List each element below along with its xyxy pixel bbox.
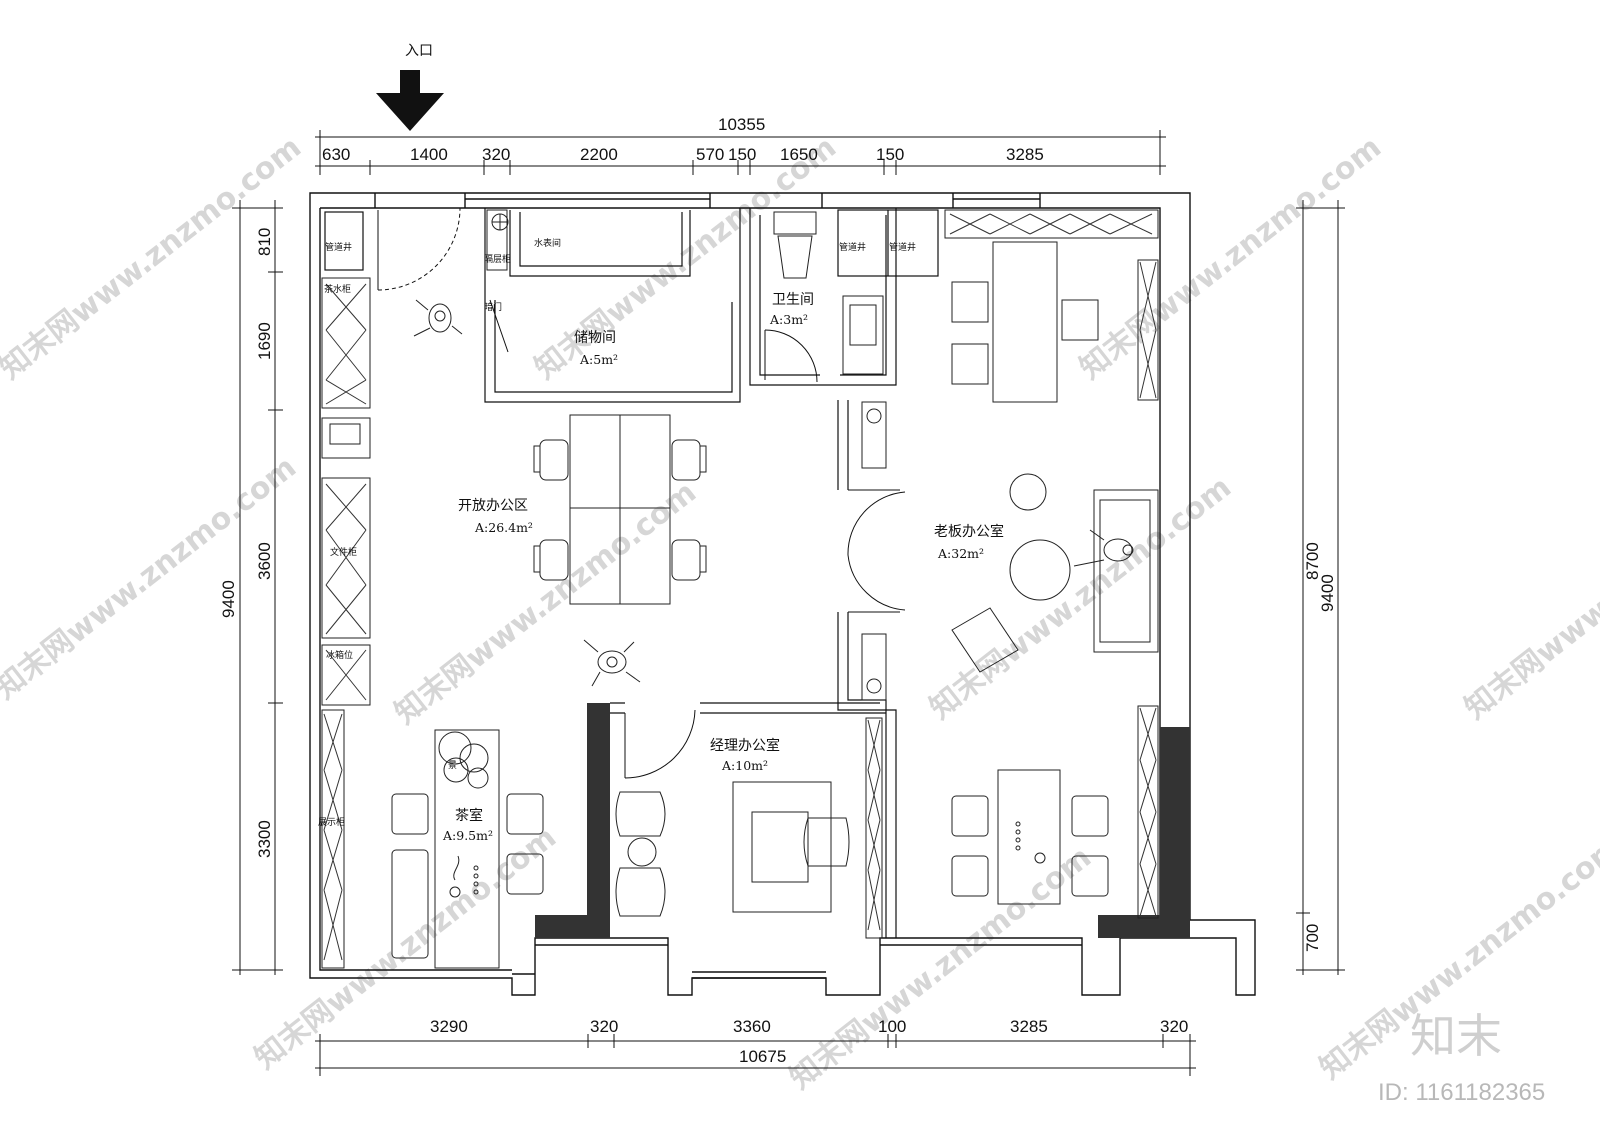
dim-top-3285: 3285 — [1006, 145, 1044, 164]
dim-top-1400: 1400 — [410, 145, 448, 164]
dim-top-150a: 150 — [728, 145, 756, 164]
dim-left-3300: 3300 — [255, 820, 274, 858]
dim-left-1690: 1690 — [255, 322, 274, 360]
brand-watermark: 知末 — [1410, 1009, 1502, 1063]
display-label: 展示柜 — [318, 816, 345, 828]
entrance-marker: 入口 — [376, 43, 444, 131]
plant-cabinet-label: 隔层柜 — [484, 253, 511, 265]
entrance-arrow-icon — [376, 70, 444, 131]
bathroom-area: A:3m² — [769, 312, 808, 327]
dim-top-630: 630 — [322, 145, 350, 164]
dim-bottom-3290: 3290 — [430, 1017, 468, 1036]
right-dimensions — [1296, 200, 1345, 975]
doors — [377, 207, 906, 779]
open-office-area: A:26.4m² — [474, 520, 533, 535]
dim-bottom-total: 10675 — [739, 1047, 786, 1066]
hidden-door-label: 暗门 — [484, 301, 502, 313]
structural-columns — [535, 703, 1190, 938]
dim-left-3600: 3600 — [255, 542, 274, 580]
watermark-2: 知末网www.znzmo.com — [528, 130, 843, 387]
manager-office-furniture — [615, 717, 883, 939]
tea-cabinet-label: 茶水柜 — [324, 283, 351, 295]
dim-left-810: 810 — [255, 228, 274, 256]
watermark-7: 知末网www.znzmo.com — [1458, 470, 1600, 727]
dim-top-150b: 150 — [876, 145, 904, 164]
dim-right-8700: 8700 — [1303, 542, 1322, 580]
watermark-5: 知末网www.znzmo.com — [388, 475, 703, 732]
manager-office-area: A:10m² — [721, 758, 768, 773]
bathroom-fixtures — [773, 211, 884, 375]
shaft-right-b-label: 管道井 — [889, 241, 916, 253]
watermark-3: 知末网www.znzmo.com — [1073, 130, 1388, 387]
water-meter-label: 水表间 — [534, 237, 561, 249]
file-cabinet-label: 文件柜 — [330, 546, 357, 558]
tea-room-furniture — [391, 729, 544, 969]
manager-office-name: 经理办公室 — [710, 737, 780, 754]
tea-room-area: A:9.5m² — [442, 828, 493, 843]
dim-right-9400: 9400 — [1318, 574, 1337, 612]
dim-left-total: 9400 — [219, 580, 238, 618]
fridge-label: 冰箱位 — [326, 649, 353, 661]
outer-walls — [309, 192, 1256, 996]
bottom-dimensions — [315, 1034, 1196, 1076]
dim-bottom-3360: 3360 — [733, 1017, 771, 1036]
open-office-name: 开放办公区 — [458, 498, 528, 514]
boss-office-furniture — [861, 209, 1159, 919]
left-cabinets — [321, 277, 371, 969]
boss-office-area: A:32m² — [937, 546, 984, 561]
person-icon-open-office — [583, 639, 641, 687]
dim-bottom-3285: 3285 — [1010, 1017, 1048, 1036]
boss-office-name: 老板办公室 — [934, 523, 1004, 540]
left-dimensions — [232, 200, 283, 975]
dim-bottom-100: 100 — [878, 1017, 906, 1036]
person-icon-entrance — [413, 299, 463, 337]
storage-fixtures — [486, 209, 509, 271]
dim-top-2200: 2200 — [580, 145, 618, 164]
tea-room-name: 茶室 — [455, 807, 483, 824]
dim-bottom-320a: 320 — [590, 1017, 618, 1036]
dim-bottom-320b: 320 — [1160, 1017, 1188, 1036]
watermark-6: 知末网www.znzmo.com — [923, 470, 1238, 727]
open-office-desks — [533, 414, 707, 605]
dim-top-1650: 1650 — [780, 145, 818, 164]
dim-top-570: 570 — [696, 145, 724, 164]
dim-top-320: 320 — [482, 145, 510, 164]
id-watermark: ID: 1161182365 — [1378, 1079, 1545, 1106]
bathroom-name: 卫生间 — [772, 292, 814, 308]
shaft-left-label: 管道井 — [325, 241, 352, 253]
storage-area: A:5m² — [579, 352, 618, 367]
dim-top-total: 10355 — [718, 115, 765, 134]
top-dimensions — [315, 130, 1166, 175]
storage-name: 储物间 — [574, 330, 616, 346]
landscape-label: 景 — [448, 760, 457, 771]
entrance-label: 入口 — [405, 43, 433, 59]
watermark-8: 知末网www.znzmo.com — [248, 820, 563, 1077]
dim-right-700: 700 — [1303, 924, 1322, 952]
shaft-right-a-label: 管道井 — [839, 241, 866, 253]
